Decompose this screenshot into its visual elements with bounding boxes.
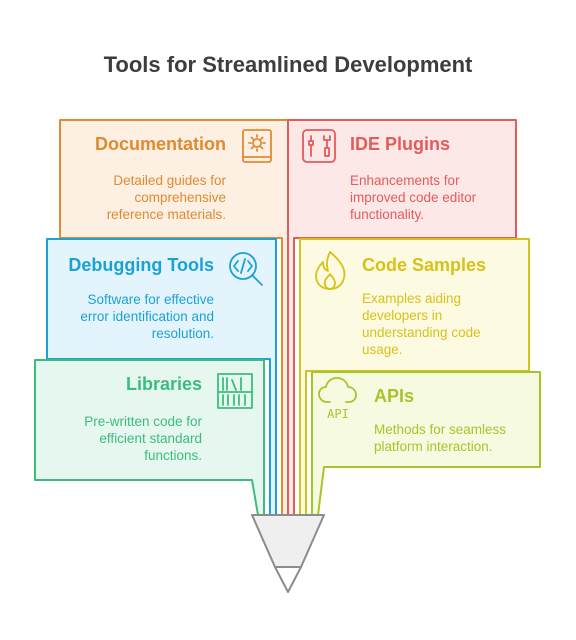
- cloud-api-icon: API: [318, 377, 357, 421]
- apis-title: APIs: [374, 386, 415, 406]
- description-line: Examples aiding: [362, 291, 462, 306]
- description-line: developers in: [362, 308, 443, 323]
- description-line: error identification and: [80, 309, 214, 324]
- code-samples-description: Examples aiding developers in understandin…: [362, 290, 522, 358]
- code-search-icon: [229, 252, 263, 286]
- description-line: functions.: [144, 448, 202, 463]
- tools-icon: [302, 129, 336, 163]
- description-line: Methods for seamless: [374, 422, 507, 437]
- description-line: reference materials.: [106, 207, 226, 222]
- description-line: improved code editor: [350, 190, 477, 205]
- debugging-tools-description: Software for effective error identificati…: [14, 291, 214, 342]
- description-line: Software for effective: [87, 292, 214, 307]
- apis-description: Methods for seamless platform interaction…: [374, 421, 534, 455]
- description-line: Enhancements for: [350, 173, 460, 188]
- code-samples-title: Code Samples: [362, 255, 487, 275]
- libraries-title: Libraries: [125, 374, 202, 394]
- documentation-description: Detailed guides for comprehensive referenc…: [26, 172, 226, 223]
- description-line: understanding code: [362, 325, 481, 340]
- description-line: Pre-written code for: [84, 414, 202, 429]
- description-line: platform interaction.: [374, 439, 493, 454]
- api-icon-text: API: [327, 407, 349, 421]
- description-line: usage.: [362, 342, 403, 357]
- ide-plugins-title: IDE Plugins: [350, 134, 451, 154]
- description-line: Detailed guides for: [113, 173, 226, 188]
- bookshelf-icon: [217, 373, 253, 409]
- description-line: efficient standard: [99, 431, 202, 446]
- diagram-title: Tools for Streamlined Development: [103, 52, 473, 77]
- debugging-tools-title: Debugging Tools: [68, 255, 214, 275]
- ide-plugins-description: Enhancements for improved code editor func…: [350, 172, 520, 223]
- flame-icon: [315, 251, 346, 290]
- funnel-tip: [274, 566, 302, 593]
- libraries-description: Pre-written code for efficient standard fu…: [2, 413, 202, 464]
- description-line: resolution.: [151, 326, 214, 341]
- documentation-title: Documentation: [94, 134, 226, 154]
- description-line: comprehensive: [134, 190, 226, 205]
- description-line: functionality.: [350, 207, 425, 222]
- funnel-top: [251, 514, 325, 568]
- gear-book-icon: [242, 129, 272, 163]
